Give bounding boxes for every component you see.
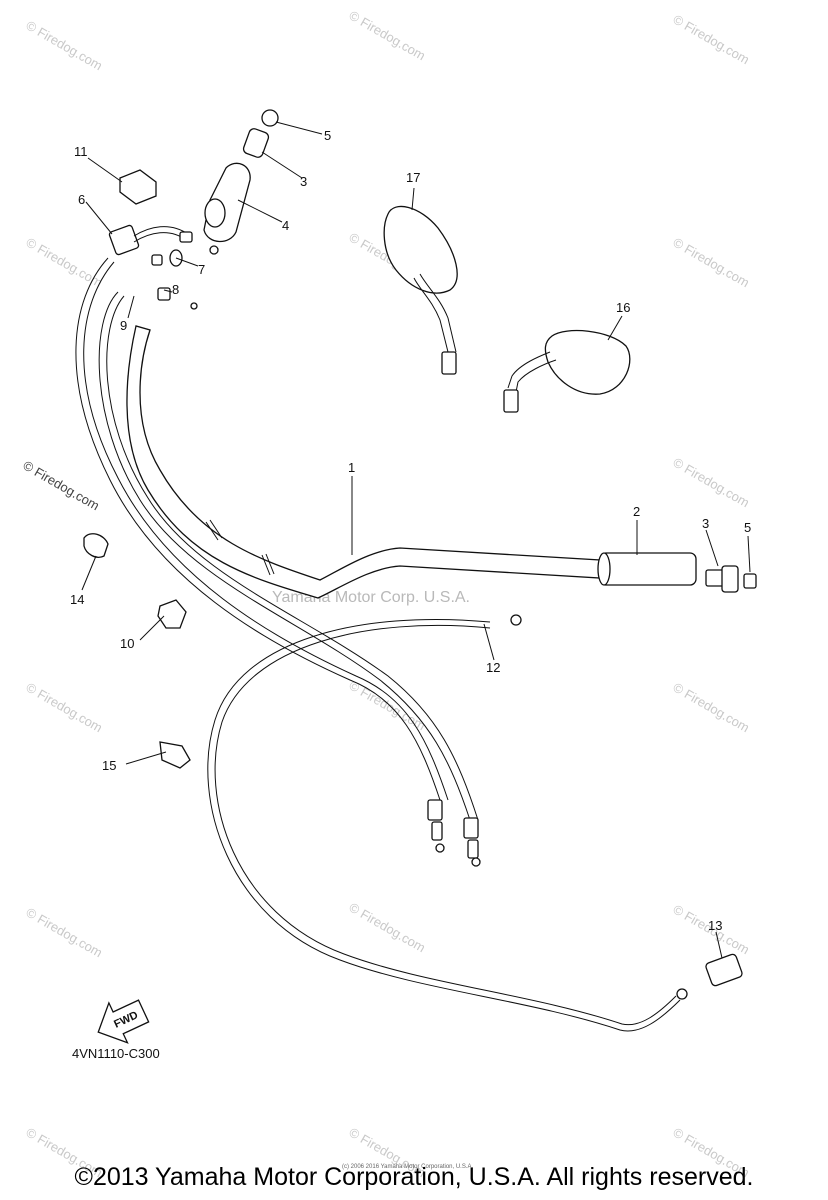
callout-number: 3 bbox=[300, 174, 307, 189]
switch-13 bbox=[676, 953, 743, 1000]
watermark: © Firedog.com bbox=[24, 905, 106, 961]
callout-number: 8 bbox=[172, 282, 179, 297]
callout-number: 6 bbox=[78, 192, 85, 207]
callout-number: 5 bbox=[324, 128, 331, 143]
fwd-arrow: FWD bbox=[97, 999, 150, 1044]
callout-labels: 1 2 3 3 4 5 5 6 7 8 9 10 11 12 13 14 15 … bbox=[70, 128, 751, 933]
grip-right bbox=[597, 552, 697, 586]
handlebar bbox=[126, 325, 601, 599]
callout-number: 5 bbox=[744, 520, 751, 535]
watermark: © Firedog.com bbox=[24, 18, 106, 74]
throttle-grip bbox=[203, 109, 279, 243]
mirror-left bbox=[383, 205, 458, 375]
callout-number: 17 bbox=[406, 170, 420, 185]
end-weight-right bbox=[705, 565, 757, 593]
callout-number: 15 bbox=[102, 758, 116, 773]
callout-number: 16 bbox=[616, 300, 630, 315]
callout-number: 14 bbox=[70, 592, 84, 607]
clamps bbox=[83, 533, 191, 769]
watermark: © Firedog.com bbox=[671, 680, 753, 736]
watermark: © Firedog.com bbox=[671, 235, 753, 291]
copyright-notice: ©2013 Yamaha Motor Corporation, U.S.A. A… bbox=[74, 1163, 754, 1191]
small-print: (c) 2006 2016 Yamaha Motor Corporation, … bbox=[342, 1164, 474, 1170]
throttle-housing bbox=[108, 224, 219, 310]
watermark: © Firedog.com bbox=[347, 8, 429, 64]
mirror-right bbox=[503, 329, 631, 413]
watermark: © Firedog.com bbox=[347, 900, 429, 956]
watermark-dark: © Firedog.com bbox=[21, 458, 103, 514]
callout-number: 13 bbox=[708, 918, 722, 933]
callout-number: 4 bbox=[282, 218, 289, 233]
watermark: © Firedog.com bbox=[671, 455, 753, 511]
diagram-code: 4VN1110-C300 bbox=[72, 1046, 160, 1061]
callout-number: 10 bbox=[120, 636, 134, 651]
callout-number: 9 bbox=[120, 318, 127, 333]
watermark: © Firedog.com bbox=[24, 235, 106, 291]
watermark: © Firedog.com bbox=[24, 680, 106, 736]
callout-number: 12 bbox=[486, 660, 500, 675]
callout-number: 2 bbox=[633, 504, 640, 519]
callout-number: 3 bbox=[702, 516, 709, 531]
cable-ends bbox=[427, 614, 522, 867]
watermark: © Firedog.com bbox=[671, 12, 753, 68]
clip-11 bbox=[119, 169, 157, 205]
callout-number: 1 bbox=[348, 460, 355, 475]
cable-group bbox=[75, 257, 681, 1032]
callout-number: 11 bbox=[74, 144, 88, 159]
callout-number: 7 bbox=[198, 262, 205, 277]
callout-lines bbox=[81, 121, 751, 959]
